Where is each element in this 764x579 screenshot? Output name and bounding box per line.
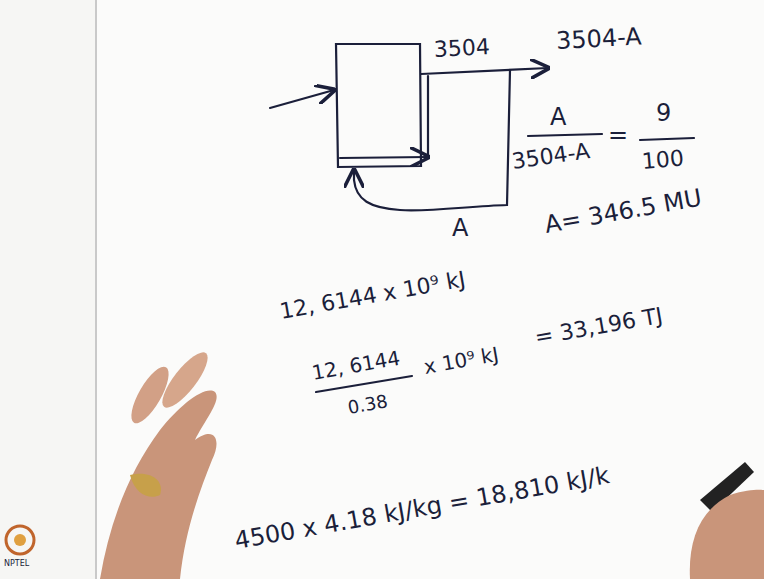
input-arrow	[270, 90, 334, 108]
output-arrow	[421, 68, 548, 74]
paper-edge	[95, 0, 97, 579]
logo-caption: NPTEL	[4, 560, 29, 569]
handwritten-label: 3504	[433, 35, 490, 62]
fraction-bar	[640, 138, 694, 140]
nptel-logo	[6, 526, 34, 554]
handwritten-label: 100	[641, 146, 685, 174]
fraction-bar	[528, 134, 602, 136]
inner-line	[427, 76, 429, 157]
right-hand-marker	[690, 462, 764, 579]
handwritten-label: A	[550, 104, 566, 130]
handwritten-label: A	[452, 215, 468, 241]
inner-arrow	[340, 157, 428, 158]
handwritten-label: 3504-A	[555, 24, 642, 55]
left-hand	[100, 346, 217, 579]
handwritten-label: 9	[656, 100, 671, 126]
recycle-loop	[354, 70, 510, 210]
paper-sheet	[96, 0, 764, 579]
handwritten-label: =	[608, 122, 628, 148]
process-box	[336, 44, 421, 167]
